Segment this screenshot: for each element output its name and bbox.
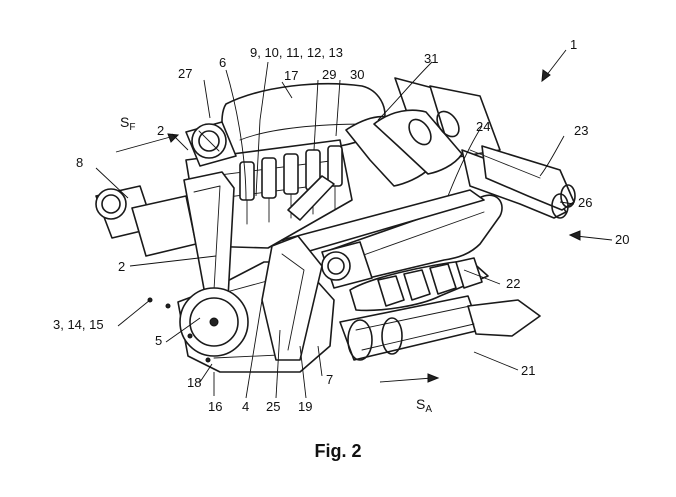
label-9-13: 9, 10, 11, 12, 13 [250,45,343,60]
label-24: 24 [476,119,491,134]
label-30: 30 [350,67,365,82]
throttle-body-left [95,185,197,257]
label-8: 8 [76,155,84,170]
label-3-14-15: 3, 14, 15 [53,317,104,332]
flow-arrow-sa [379,373,440,383]
throttle-body-upper [185,121,237,167]
arrow-1 [541,49,567,83]
label-17: 17 [284,68,299,83]
label-26: 26 [578,195,593,210]
label-sa-sub: A [425,404,433,415]
leader-lines [95,61,575,399]
figure-caption: Fig. 2 [314,441,362,461]
label-4: 4 [242,399,250,414]
label-sa-main: S [416,396,426,412]
label-21: 21 [521,363,536,378]
label-1: 1 [570,37,578,52]
label-sf: SF [120,115,135,135]
label-5: 5 [155,333,163,348]
label-18: 18 [187,375,202,390]
arrow-20 [568,230,613,241]
label-25: 25 [266,399,281,414]
label-2-upper: 2 [157,123,165,138]
label-29: 29 [322,67,337,82]
label-sa: SA [416,397,432,417]
flow-arrow-sf [115,133,180,153]
exhaust-runners-center [345,109,463,187]
label-2-lower: 2 [118,259,126,274]
label-sf-main: S [120,114,130,130]
label-22: 22 [506,276,521,291]
label-19: 19 [298,399,313,414]
belt-drive-right [261,235,323,361]
label-31: 31 [424,51,439,66]
crank-pulley [179,287,249,357]
label-27: 27 [178,66,193,81]
label-sf-sub: F [129,122,136,133]
belt-drive-left [183,171,235,301]
exhaust-manifold-lower [339,257,541,361]
label-6: 6 [219,55,227,70]
label-20: 20 [615,232,630,247]
label-7: 7 [326,372,334,387]
label-23: 23 [574,123,589,138]
intake-port-right [321,241,373,289]
label-16: 16 [208,399,223,414]
